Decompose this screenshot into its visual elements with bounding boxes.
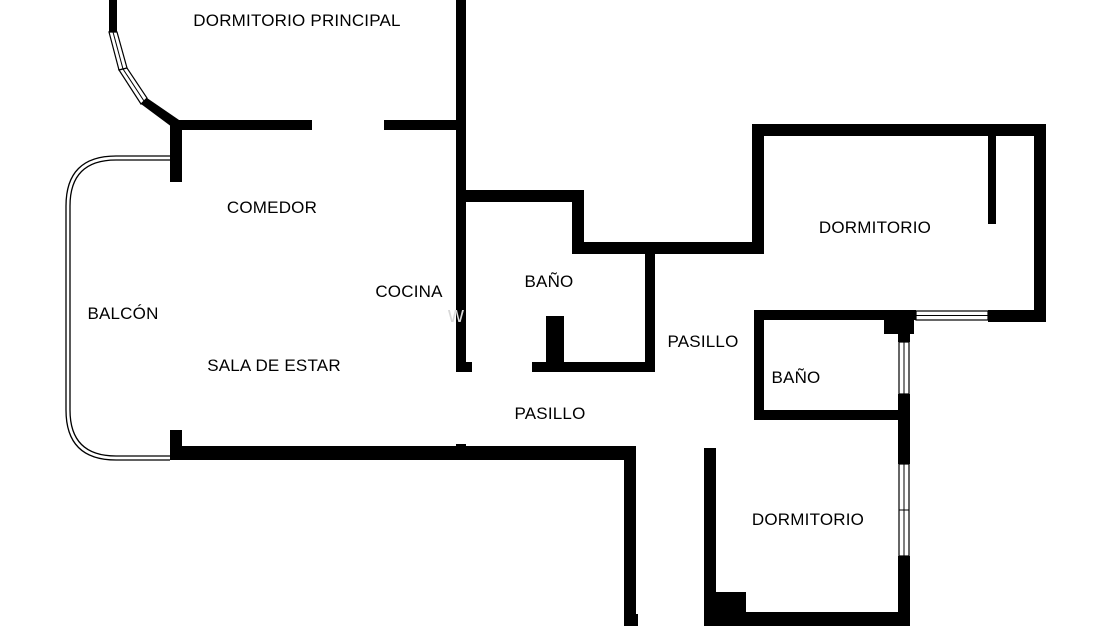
wall bbox=[466, 362, 472, 372]
wall bbox=[988, 310, 1046, 322]
wall bbox=[898, 330, 910, 342]
wall bbox=[624, 614, 638, 626]
wall bbox=[988, 134, 996, 224]
room-label-dormitorio-principal: DORMITORIO PRINCIPAL bbox=[193, 11, 400, 30]
wall bbox=[572, 190, 584, 254]
wall bbox=[754, 310, 764, 420]
window bbox=[108, 31, 128, 71]
room-label-balcon: BALCÓN bbox=[87, 304, 158, 323]
wall bbox=[1034, 124, 1046, 322]
wall bbox=[756, 310, 916, 320]
room-label-pasillo: PASILLO bbox=[514, 404, 585, 423]
room-label-dormitorio: DORMITORIO bbox=[752, 510, 864, 529]
room-label-pasillo: PASILLO bbox=[667, 332, 738, 351]
wall bbox=[384, 120, 464, 130]
room-label-bano: BAÑO bbox=[525, 272, 574, 291]
room-label-comedor: COMEDOR bbox=[227, 198, 317, 217]
window bbox=[898, 463, 910, 557]
wall bbox=[170, 446, 636, 460]
window bbox=[118, 67, 148, 105]
room-label-sala-de-estar: SALA DE ESTAR bbox=[207, 356, 341, 375]
wall bbox=[752, 124, 1044, 136]
window bbox=[898, 341, 910, 395]
room-label-cocina: COCINA bbox=[375, 282, 443, 301]
wall bbox=[754, 410, 910, 420]
windows bbox=[108, 31, 989, 557]
room-label-bano: BAÑO bbox=[772, 368, 821, 387]
balcony-railing bbox=[65, 155, 170, 461]
wall bbox=[645, 254, 655, 370]
wall bbox=[624, 446, 636, 626]
wall bbox=[704, 612, 910, 626]
room-label-dormitorio: DORMITORIO bbox=[819, 218, 931, 237]
wall bbox=[572, 242, 762, 254]
wall bbox=[898, 556, 910, 626]
window bbox=[915, 310, 989, 321]
wall bbox=[752, 124, 764, 254]
wall bbox=[532, 362, 655, 372]
wall bbox=[456, 190, 582, 202]
wall bbox=[546, 316, 564, 372]
wall bbox=[170, 120, 312, 130]
wall bbox=[704, 448, 716, 626]
wall bbox=[898, 394, 910, 464]
watermark: w bbox=[447, 302, 464, 327]
walls bbox=[109, 0, 1046, 626]
wall bbox=[109, 0, 117, 32]
wall bbox=[170, 120, 182, 182]
room-labels: DORMITORIO PRINCIPAL COMEDOR COCINA BALC… bbox=[87, 11, 931, 529]
wall bbox=[456, 0, 466, 372]
